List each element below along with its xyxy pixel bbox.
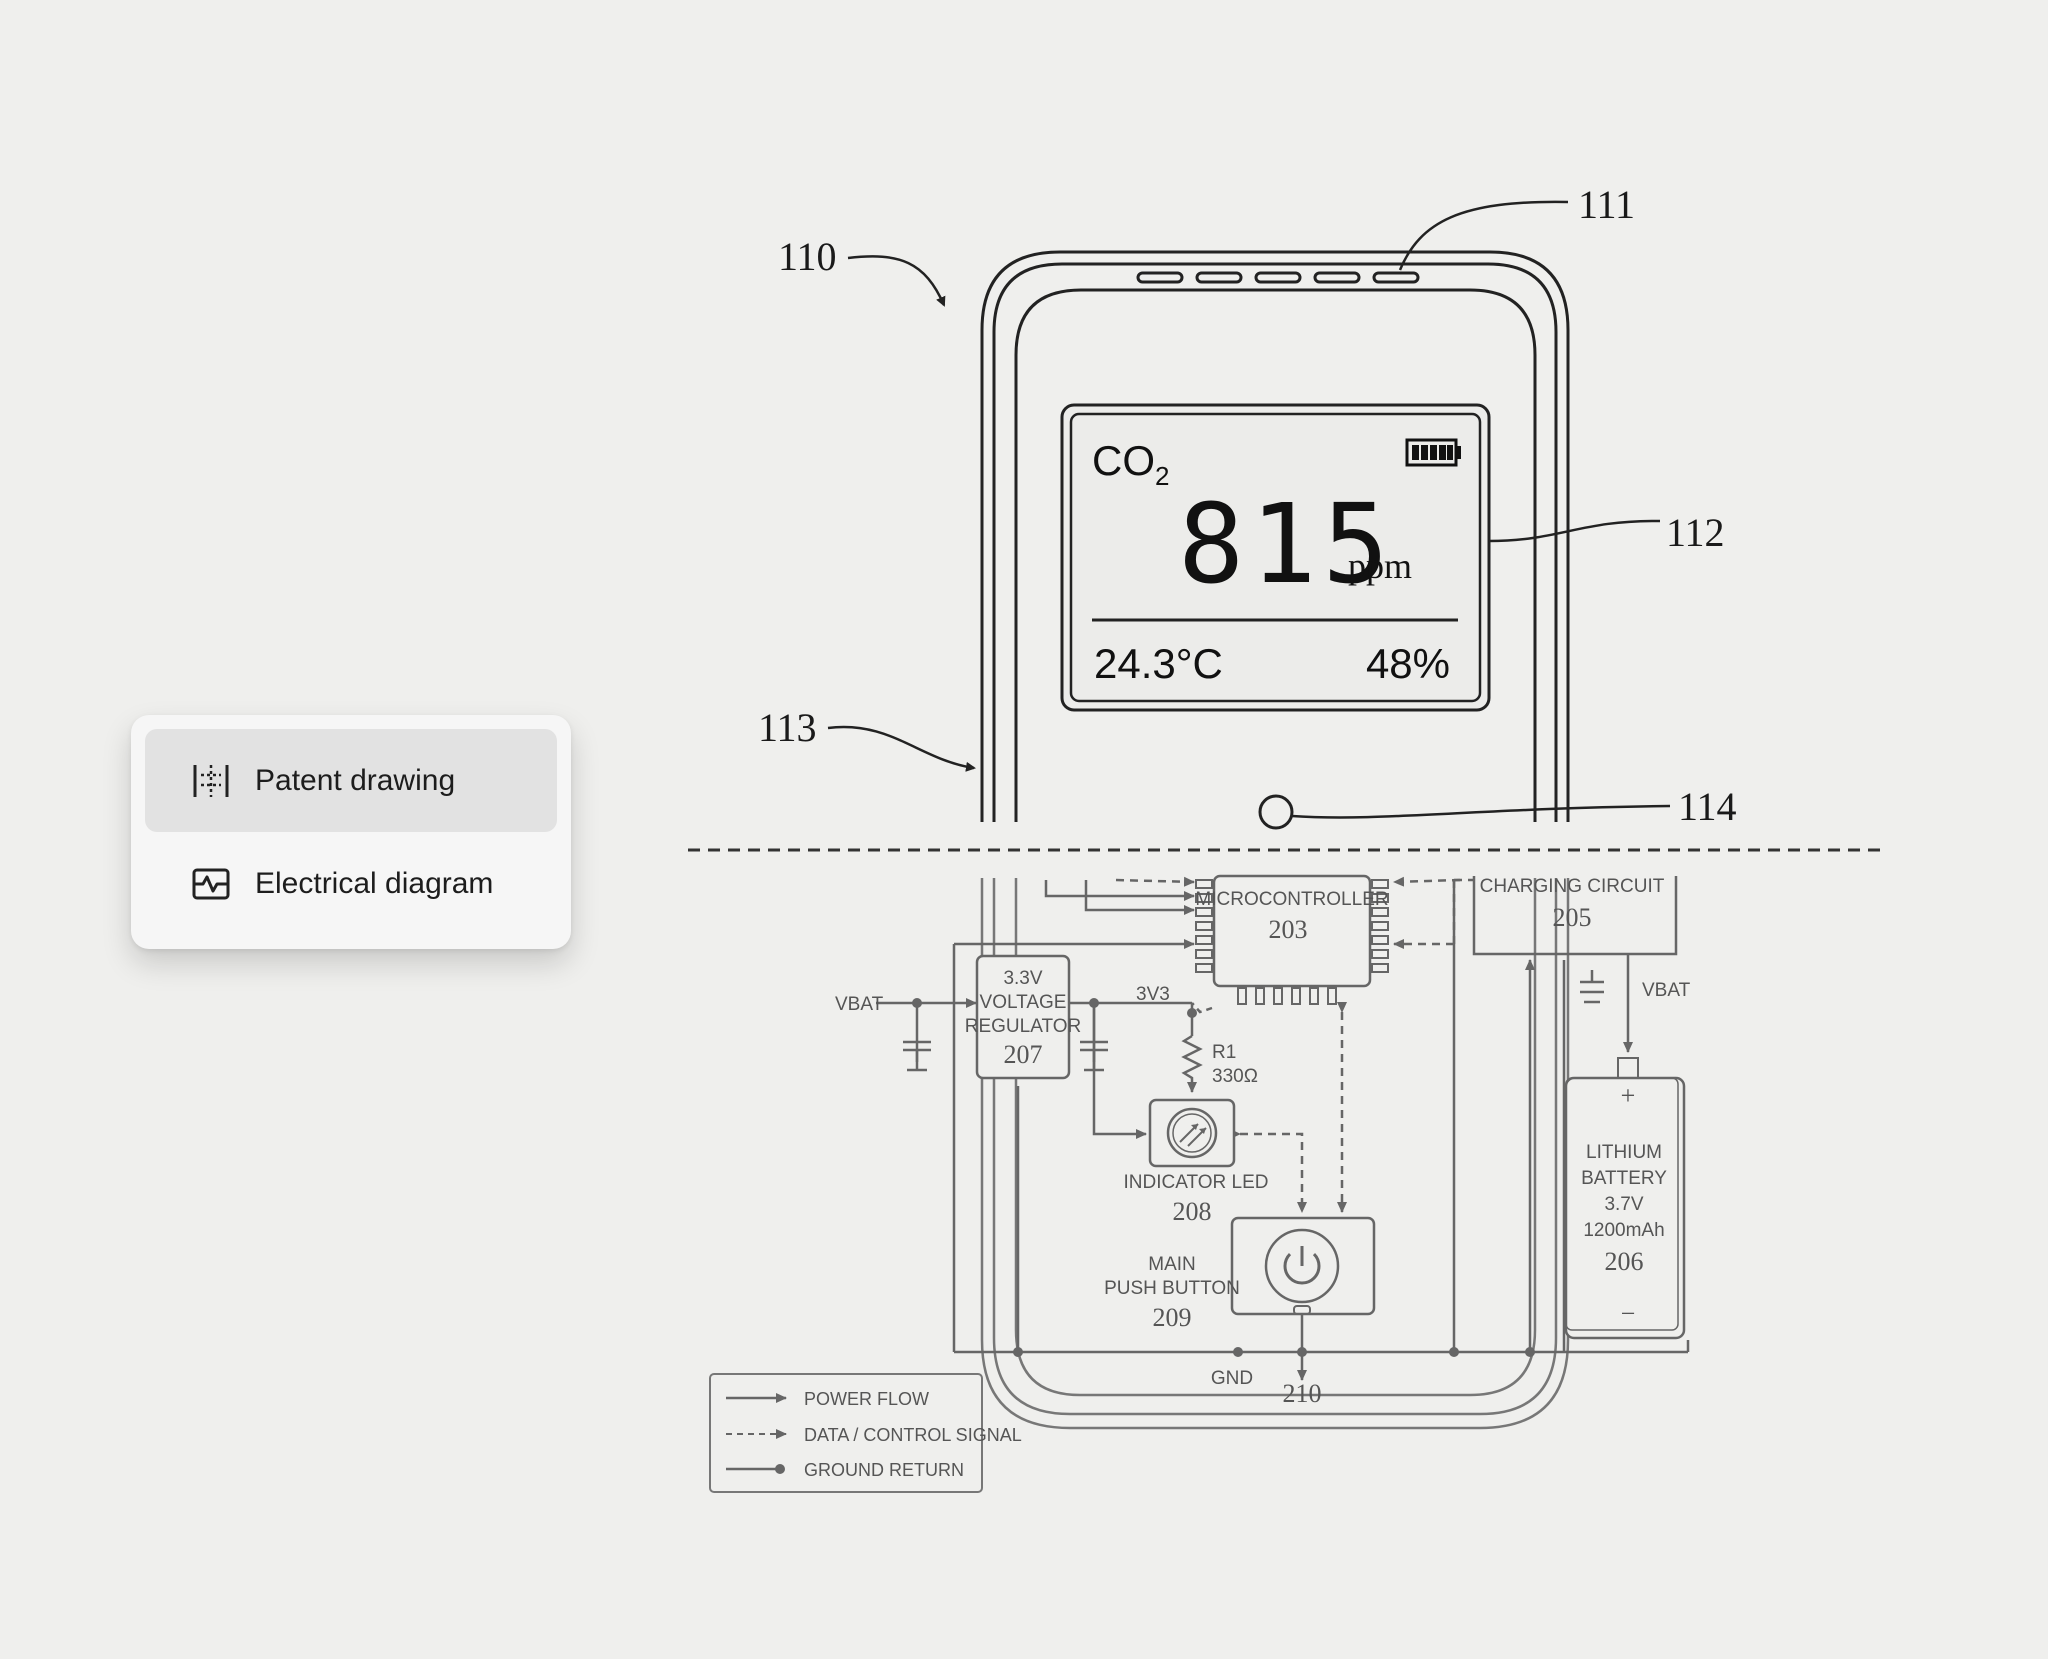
microcontroller: MICROCONTROLLER 203 — [1195, 874, 1389, 1005]
rail-3v3-label: 3V3 — [1136, 984, 1170, 1005]
mcu-label: MICROCONTROLLER — [1195, 889, 1388, 910]
port-hole — [1258, 794, 1294, 830]
mcu-number: 203 — [1269, 915, 1308, 944]
ref-114: 114 — [1678, 784, 1737, 829]
view-selector-menu: Patent drawing Electrical diagram — [131, 715, 571, 949]
button-line1: MAIN — [1148, 1254, 1196, 1275]
lcd-gas-subscript: 2 — [1155, 461, 1169, 491]
gnd-number: 210 — [1283, 1379, 1322, 1408]
legend-ground-return: GROUND RETURN — [804, 1460, 964, 1480]
regulator-number: 207 — [1004, 1040, 1043, 1069]
patent-drawing-icon — [189, 759, 233, 803]
housing-outline-lower — [980, 878, 1570, 1430]
regulator-line3: REGULATOR — [965, 1016, 1082, 1037]
lcd-temperature: 24.3°C — [1094, 640, 1223, 687]
battery-minus: − — [1621, 1299, 1636, 1328]
vbat-left-label: VBAT — [835, 994, 884, 1015]
vbat-right-label: VBAT — [1642, 980, 1691, 1001]
junction-dots — [912, 998, 1535, 1357]
led-label: INDICATOR LED — [1124, 1172, 1269, 1193]
battery-line3: 3.7V — [1604, 1194, 1643, 1215]
lcd-gas-label: CO — [1092, 437, 1155, 484]
main-push-button: MAIN PUSH BUTTON 209 — [1104, 1216, 1376, 1332]
battery-line1: LITHIUM — [1586, 1142, 1662, 1163]
menu-item-label: Electrical diagram — [255, 866, 494, 900]
lcd-humidity: 48% — [1366, 640, 1450, 687]
regulator-line1: 3.3V — [1003, 968, 1042, 989]
electrical-diagram-icon — [189, 862, 233, 906]
led-number: 208 — [1173, 1197, 1212, 1226]
legend-power-flow: POWER FLOW — [804, 1389, 929, 1409]
ref-111: 111 — [1578, 182, 1635, 227]
power-icon — [1283, 1246, 1321, 1285]
battery-number: 206 — [1605, 1247, 1644, 1276]
battery-plus: + — [1621, 1081, 1636, 1110]
button-line2: PUSH BUTTON — [1104, 1278, 1240, 1299]
menu-item-electrical-diagram[interactable]: Electrical diagram — [145, 832, 557, 935]
svg-text:CO2: CO2 — [1092, 437, 1169, 491]
lithium-battery: + LITHIUM BATTERY 3.7V 1200mAh 206 − — [1564, 1057, 1686, 1340]
legend-data-signal: DATA / CONTROL SIGNAL — [804, 1425, 1022, 1445]
lcd-display: CO2 815 ppm 24.3°C 48% — [1060, 403, 1491, 712]
charging-label: CHARGING CIRCUIT — [1480, 876, 1665, 897]
ref-110: 110 — [778, 234, 837, 279]
resistor-value: 330Ω — [1212, 1066, 1258, 1087]
lcd-co2-value: 815 — [1178, 480, 1395, 608]
charging-circuit: CHARGING CIRCUIT 205 — [1472, 876, 1678, 956]
battery-line4: 1200mAh — [1583, 1220, 1664, 1241]
menu-item-patent-drawing[interactable]: Patent drawing — [145, 729, 557, 832]
resistor-name: R1 — [1212, 1042, 1236, 1063]
battery-line2: BATTERY — [1581, 1168, 1667, 1189]
circuit-wiring — [876, 876, 1690, 1381]
ref-113: 113 — [758, 705, 817, 750]
voltage-regulator: 3.3V VOLTAGE REGULATOR 207 — [965, 954, 1082, 1080]
charging-number: 205 — [1553, 903, 1592, 932]
reference-leaders — [827, 200, 1671, 819]
device-housing — [980, 250, 1570, 822]
indicator-led: INDICATOR LED 208 — [1124, 1098, 1269, 1226]
lcd-unit: ppm — [1348, 546, 1412, 586]
battery-full-icon — [1405, 438, 1461, 467]
menu-item-label: Patent drawing — [255, 763, 456, 797]
regulator-line2: VOLTAGE — [980, 992, 1067, 1013]
ref-112: 112 — [1666, 510, 1725, 555]
legend: POWER FLOW DATA / CONTROL SIGNAL GROUND … — [709, 1373, 1022, 1493]
button-number: 209 — [1153, 1303, 1192, 1332]
vent-slots — [1136, 271, 1420, 284]
gnd-label: GND — [1211, 1368, 1253, 1389]
